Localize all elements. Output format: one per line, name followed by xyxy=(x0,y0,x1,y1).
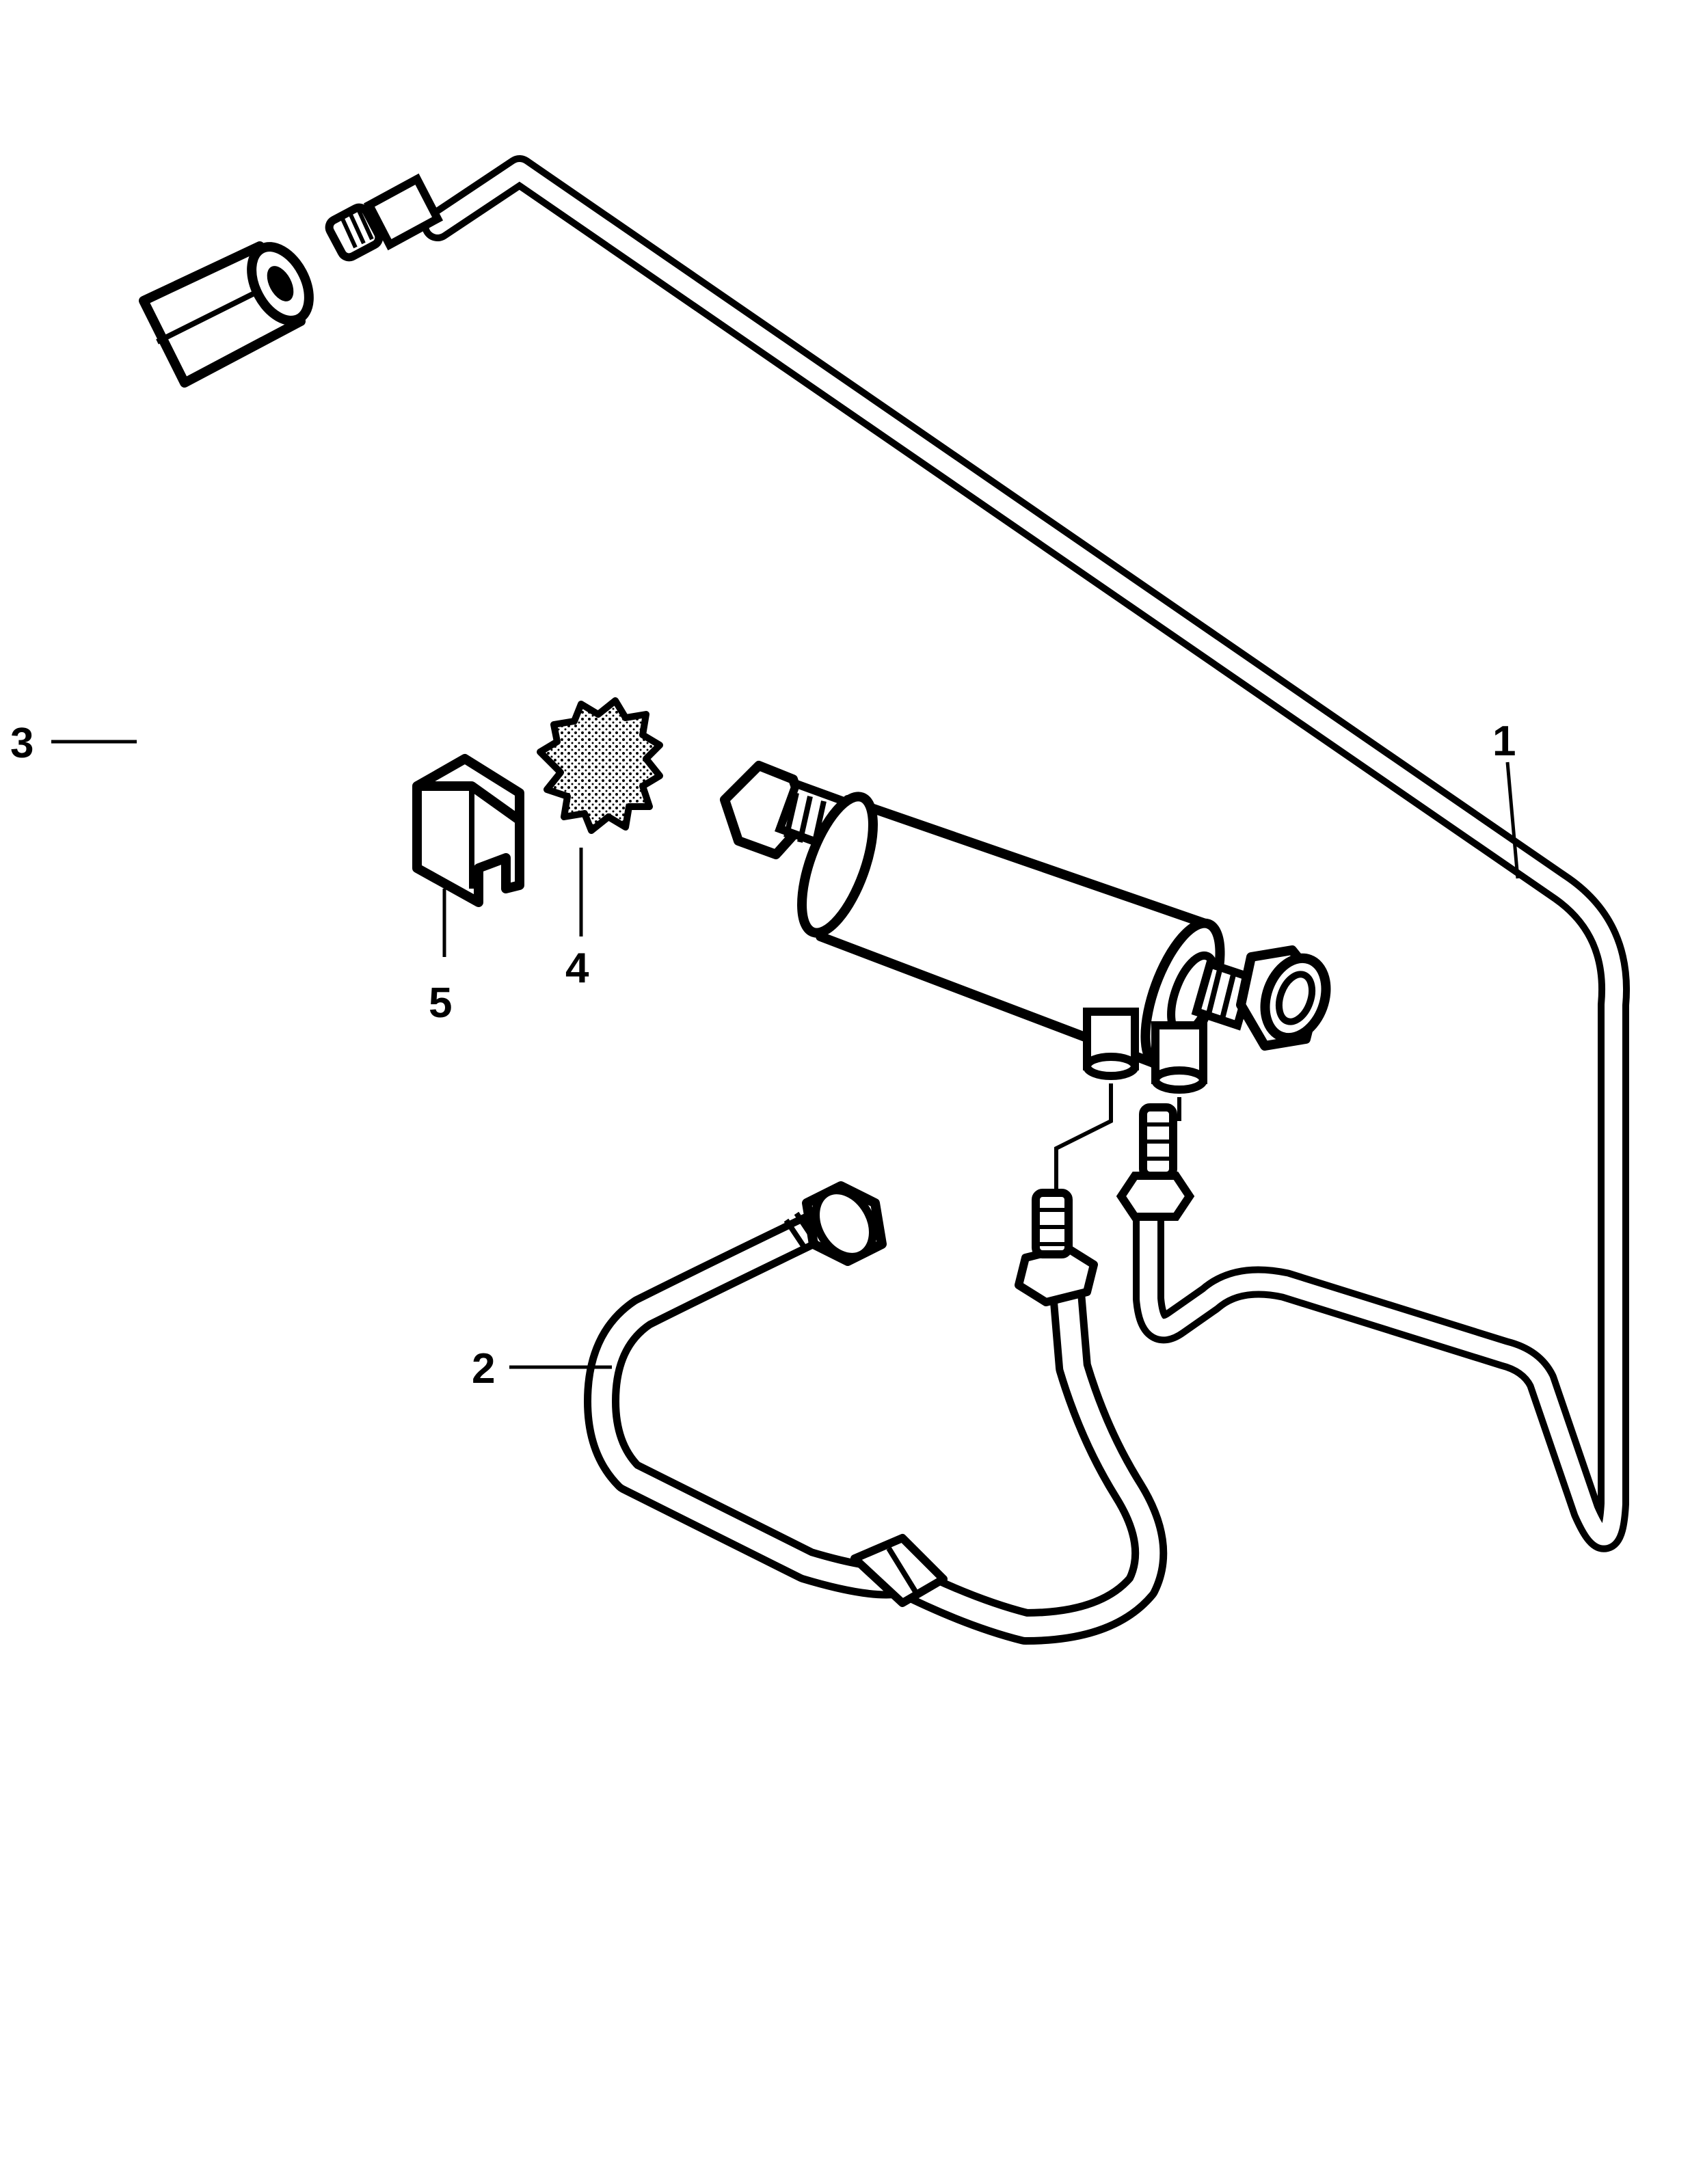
callout-2: 2 xyxy=(472,1345,495,1392)
part-3-coupling xyxy=(139,241,314,388)
callout-5: 5 xyxy=(429,980,452,1027)
callout-3: 3 xyxy=(10,720,33,767)
part-1-tube xyxy=(325,155,1630,1552)
tube-end-fitting-lower xyxy=(1116,1103,1195,1221)
part-5-clip xyxy=(412,754,524,907)
part-2-hose xyxy=(584,1181,1168,1645)
pump-body xyxy=(720,761,1331,1203)
callout-1: 1 xyxy=(1492,718,1516,765)
leader-1 xyxy=(1505,761,1520,879)
callout-4: 4 xyxy=(565,945,589,992)
leader-lines xyxy=(51,740,1520,1369)
part-4-filter-element xyxy=(537,697,663,834)
tube-end-fitting-left xyxy=(325,173,444,262)
